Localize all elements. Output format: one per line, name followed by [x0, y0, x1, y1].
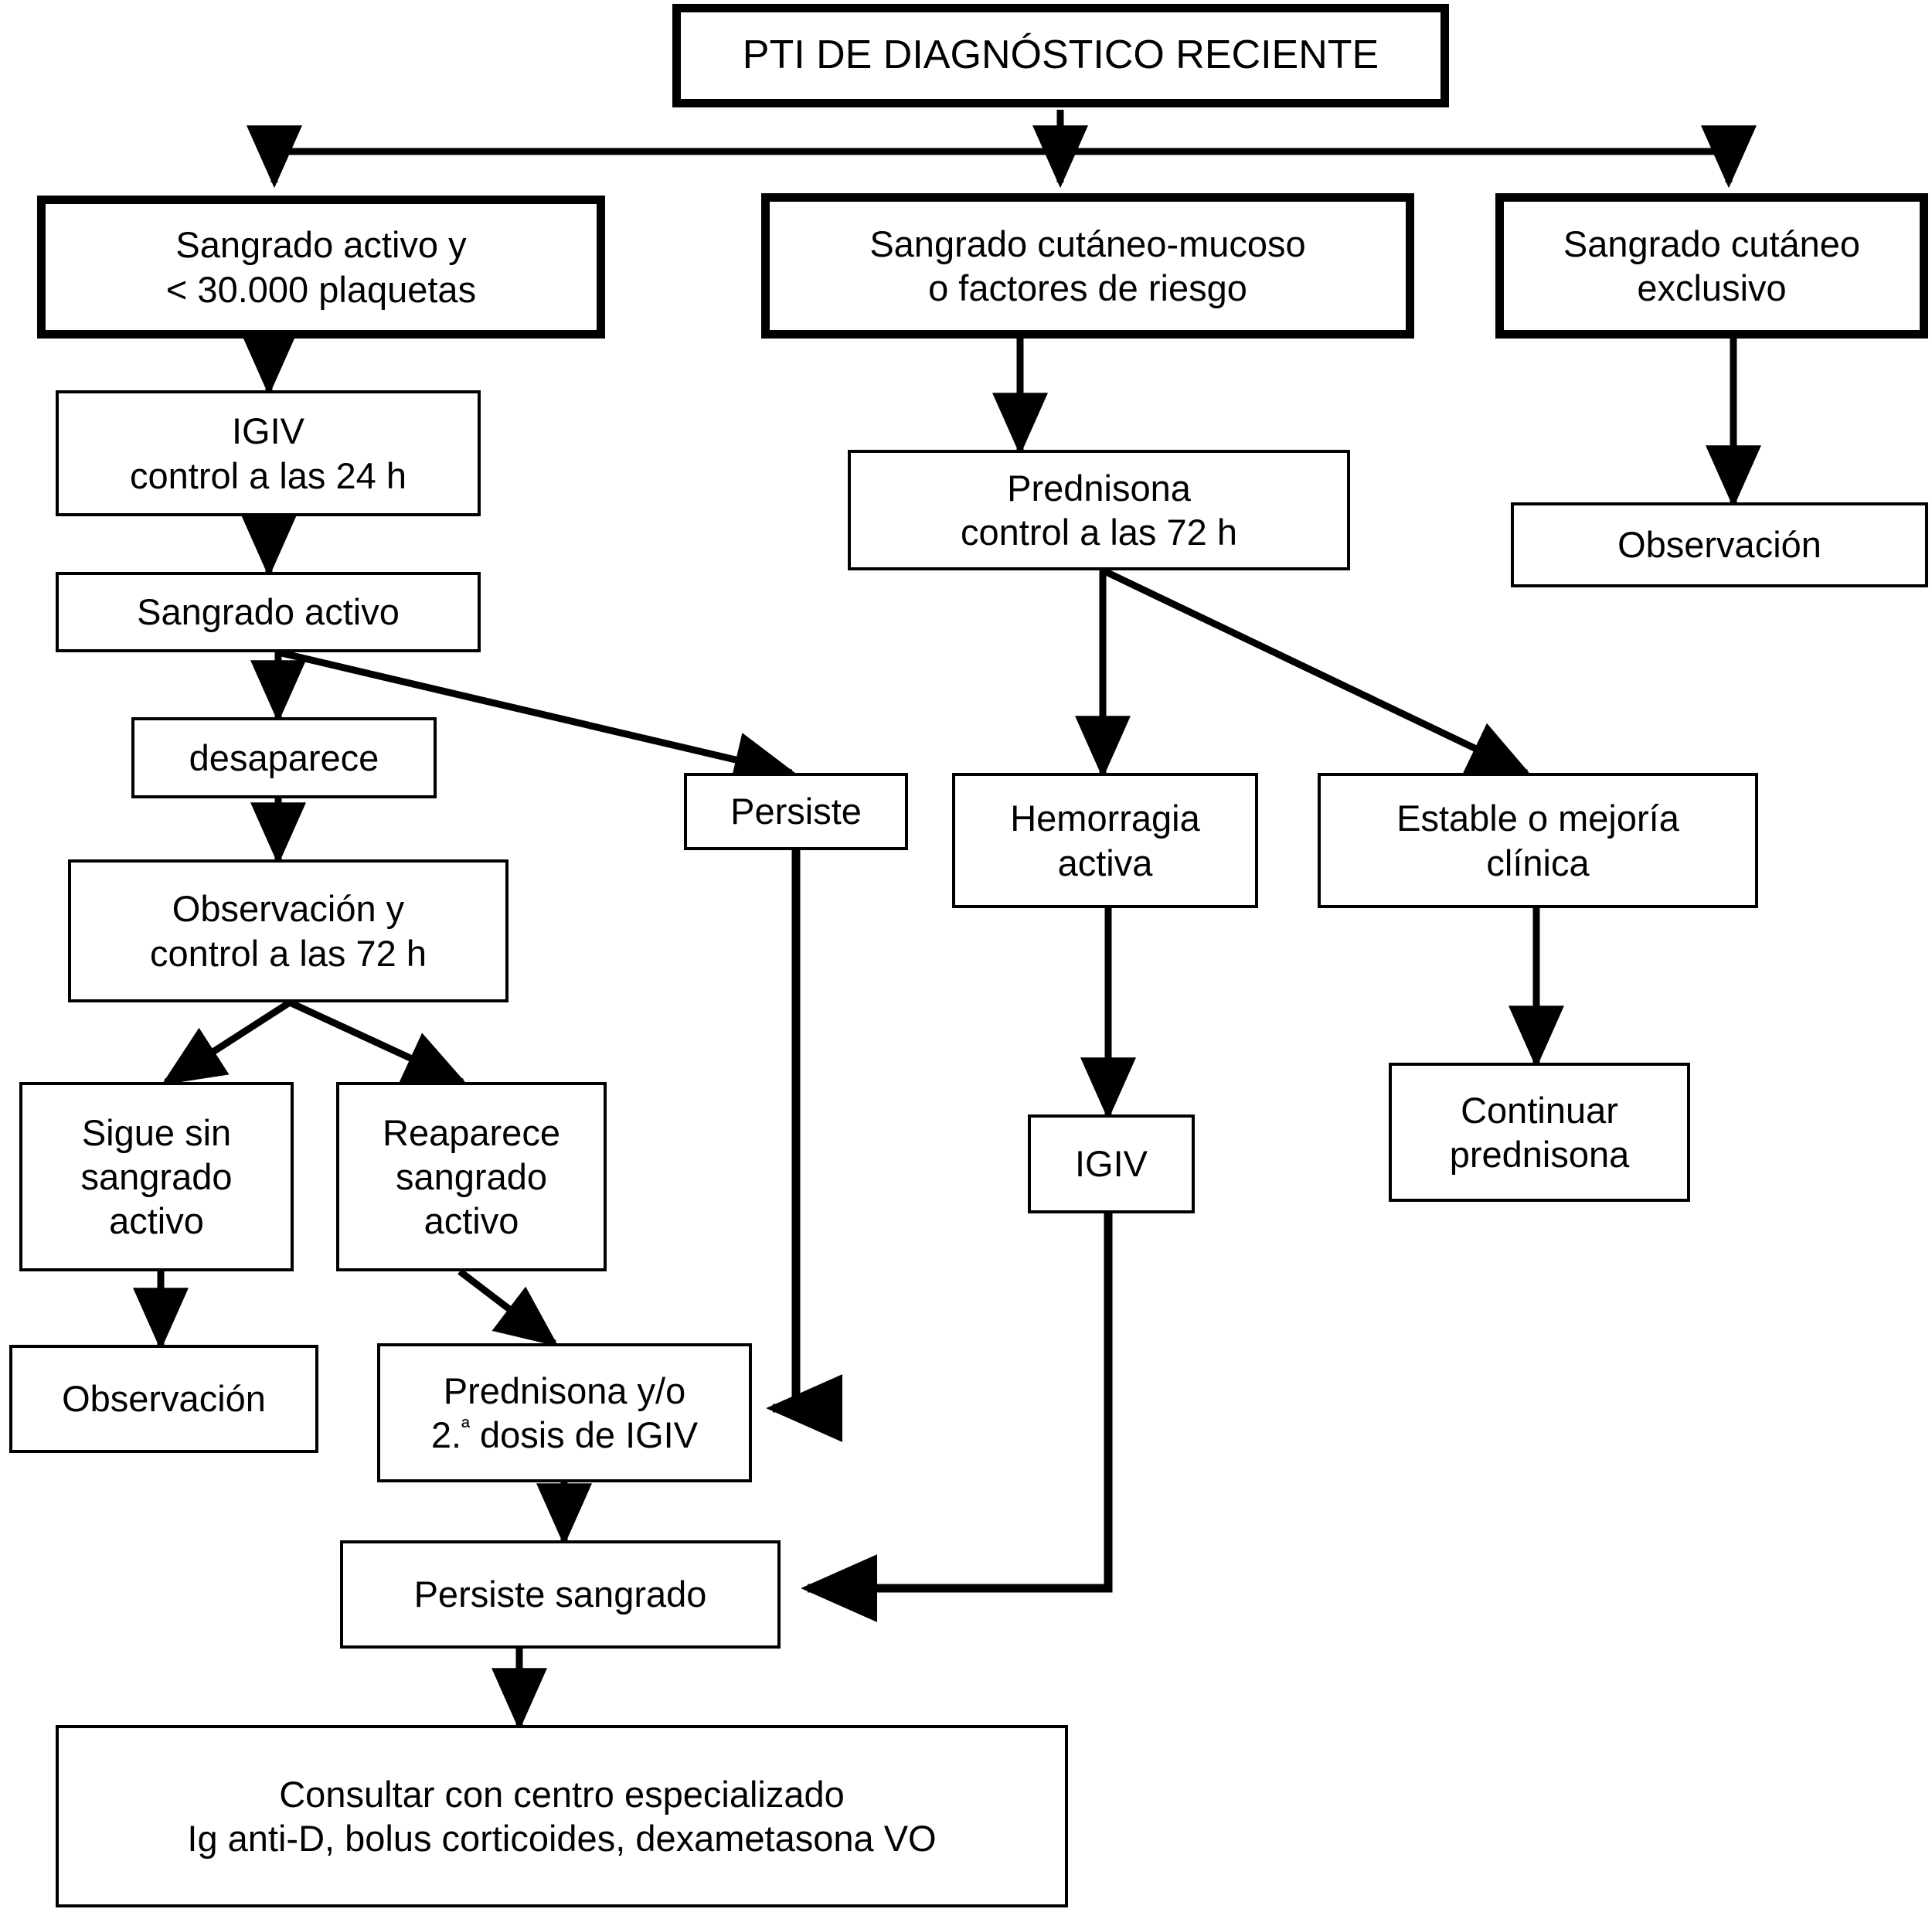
node-igiv-mid-label: IGIV — [1074, 1143, 1148, 1185]
node-branch-mid[interactable]: Sangrado cutáneo-mucoso o factores de ri… — [761, 193, 1414, 339]
node-prednisona-2dosis-label: Prednisona y/o 2.ª dosis de IGIV — [425, 1369, 704, 1458]
node-desaparece-label: desaparece — [189, 737, 379, 778]
edge-prednisona72-estable — [1101, 567, 1532, 777]
node-consultar-centro-label: Consultar con centro especializado Ig an… — [187, 1773, 937, 1859]
node-root-label: PTI DE DIAGNÓSTICO RECIENTE — [742, 32, 1379, 78]
node-consultar-centro[interactable]: Consultar con centro especializado Ig an… — [56, 1725, 1068, 1907]
node-sigue-sin-sangrado[interactable]: Sigue sin sangrado activo — [19, 1082, 294, 1271]
node-continuar-prednisona[interactable]: Continuar prednisona — [1389, 1063, 1690, 1202]
node-prednisona-2dosis-pre: Prednisona y/o 2. — [430, 1370, 686, 1455]
node-observacion-left-label: Observación — [62, 1378, 266, 1420]
node-persiste-sangrado[interactable]: Persiste sangrado — [340, 1540, 781, 1649]
node-observacion-right[interactable]: Observación — [1511, 502, 1928, 587]
node-igiv-mid[interactable]: IGIV — [1028, 1114, 1195, 1213]
node-estable-mejoria[interactable]: Estable o mejoría clínica — [1318, 773, 1758, 908]
node-prednisona-2dosis[interactable]: Prednisona y/o 2.ª dosis de IGIV — [377, 1343, 752, 1482]
node-continuar-prednisona-label: Continuar prednisona — [1449, 1089, 1630, 1175]
edge-igiv-persistesangrado — [801, 1213, 1113, 1622]
node-prednisona-2dosis-post: dosis de IGIV — [469, 1414, 699, 1455]
edge-persiste-prednisona2 — [766, 850, 843, 1442]
node-sangrado-activo[interactable]: Sangrado activo — [56, 572, 481, 652]
node-sigue-sin-sangrado-label: Sigue sin sangrado activo — [80, 1111, 233, 1242]
node-branch-left[interactable]: Sangrado activo y < 30.000 plaquetas — [37, 196, 605, 339]
node-persiste-label: Persiste — [730, 791, 862, 832]
node-prednisona-72h-label: Prednisona control a las 72 h — [961, 467, 1237, 553]
node-observacion-72h-label: Observación y control a las 72 h — [150, 888, 427, 974]
node-igiv-24h[interactable]: IGIV control a las 24 h — [56, 390, 481, 516]
edge-sangrado-persiste — [277, 648, 798, 788]
node-reaparece-sangrado[interactable]: Reaparece sangrado activo — [336, 1082, 607, 1271]
edge-root-fanout — [247, 110, 1757, 189]
node-branch-right[interactable]: Sangrado cutáneo exclusivo — [1495, 193, 1928, 339]
node-branch-mid-label: Sangrado cutáneo-mucoso o factores de ri… — [869, 223, 1306, 308]
node-persiste-sangrado-label: Persiste sangrado — [413, 1574, 707, 1615]
node-desaparece[interactable]: desaparece — [131, 717, 437, 798]
node-reaparece-sangrado-label: Reaparece sangrado activo — [383, 1111, 560, 1242]
node-sangrado-activo-label: Sangrado activo — [137, 591, 400, 633]
edge-observacion72-reaparece — [288, 999, 468, 1086]
node-branch-right-label: Sangrado cutáneo exclusivo — [1563, 223, 1861, 308]
node-hemorragia-activa-label: Hemorragia activa — [1010, 798, 1200, 883]
node-observacion-left[interactable]: Observación — [9, 1345, 318, 1453]
node-prednisona-2dosis-ordinal: ª — [461, 1415, 470, 1441]
node-hemorragia-activa[interactable]: Hemorragia activa — [952, 773, 1258, 908]
node-estable-mejoria-label: Estable o mejoría clínica — [1396, 798, 1679, 883]
node-branch-left-label: Sangrado activo y < 30.000 plaquetas — [165, 224, 477, 310]
node-observacion-72h[interactable]: Observación y control a las 72 h — [68, 859, 509, 1002]
node-igiv-24h-label: IGIV control a las 24 h — [130, 410, 406, 496]
node-observacion-right-label: Observación — [1617, 524, 1821, 566]
node-root[interactable]: PTI DE DIAGNÓSTICO RECIENTE — [672, 4, 1449, 107]
node-prednisona-72h[interactable]: Prednisona control a las 72 h — [848, 450, 1350, 570]
node-persiste[interactable]: Persiste — [684, 773, 908, 850]
edge-observacion72-sigue — [161, 999, 292, 1085]
edge-reaparece-prednisona2 — [457, 1268, 559, 1347]
